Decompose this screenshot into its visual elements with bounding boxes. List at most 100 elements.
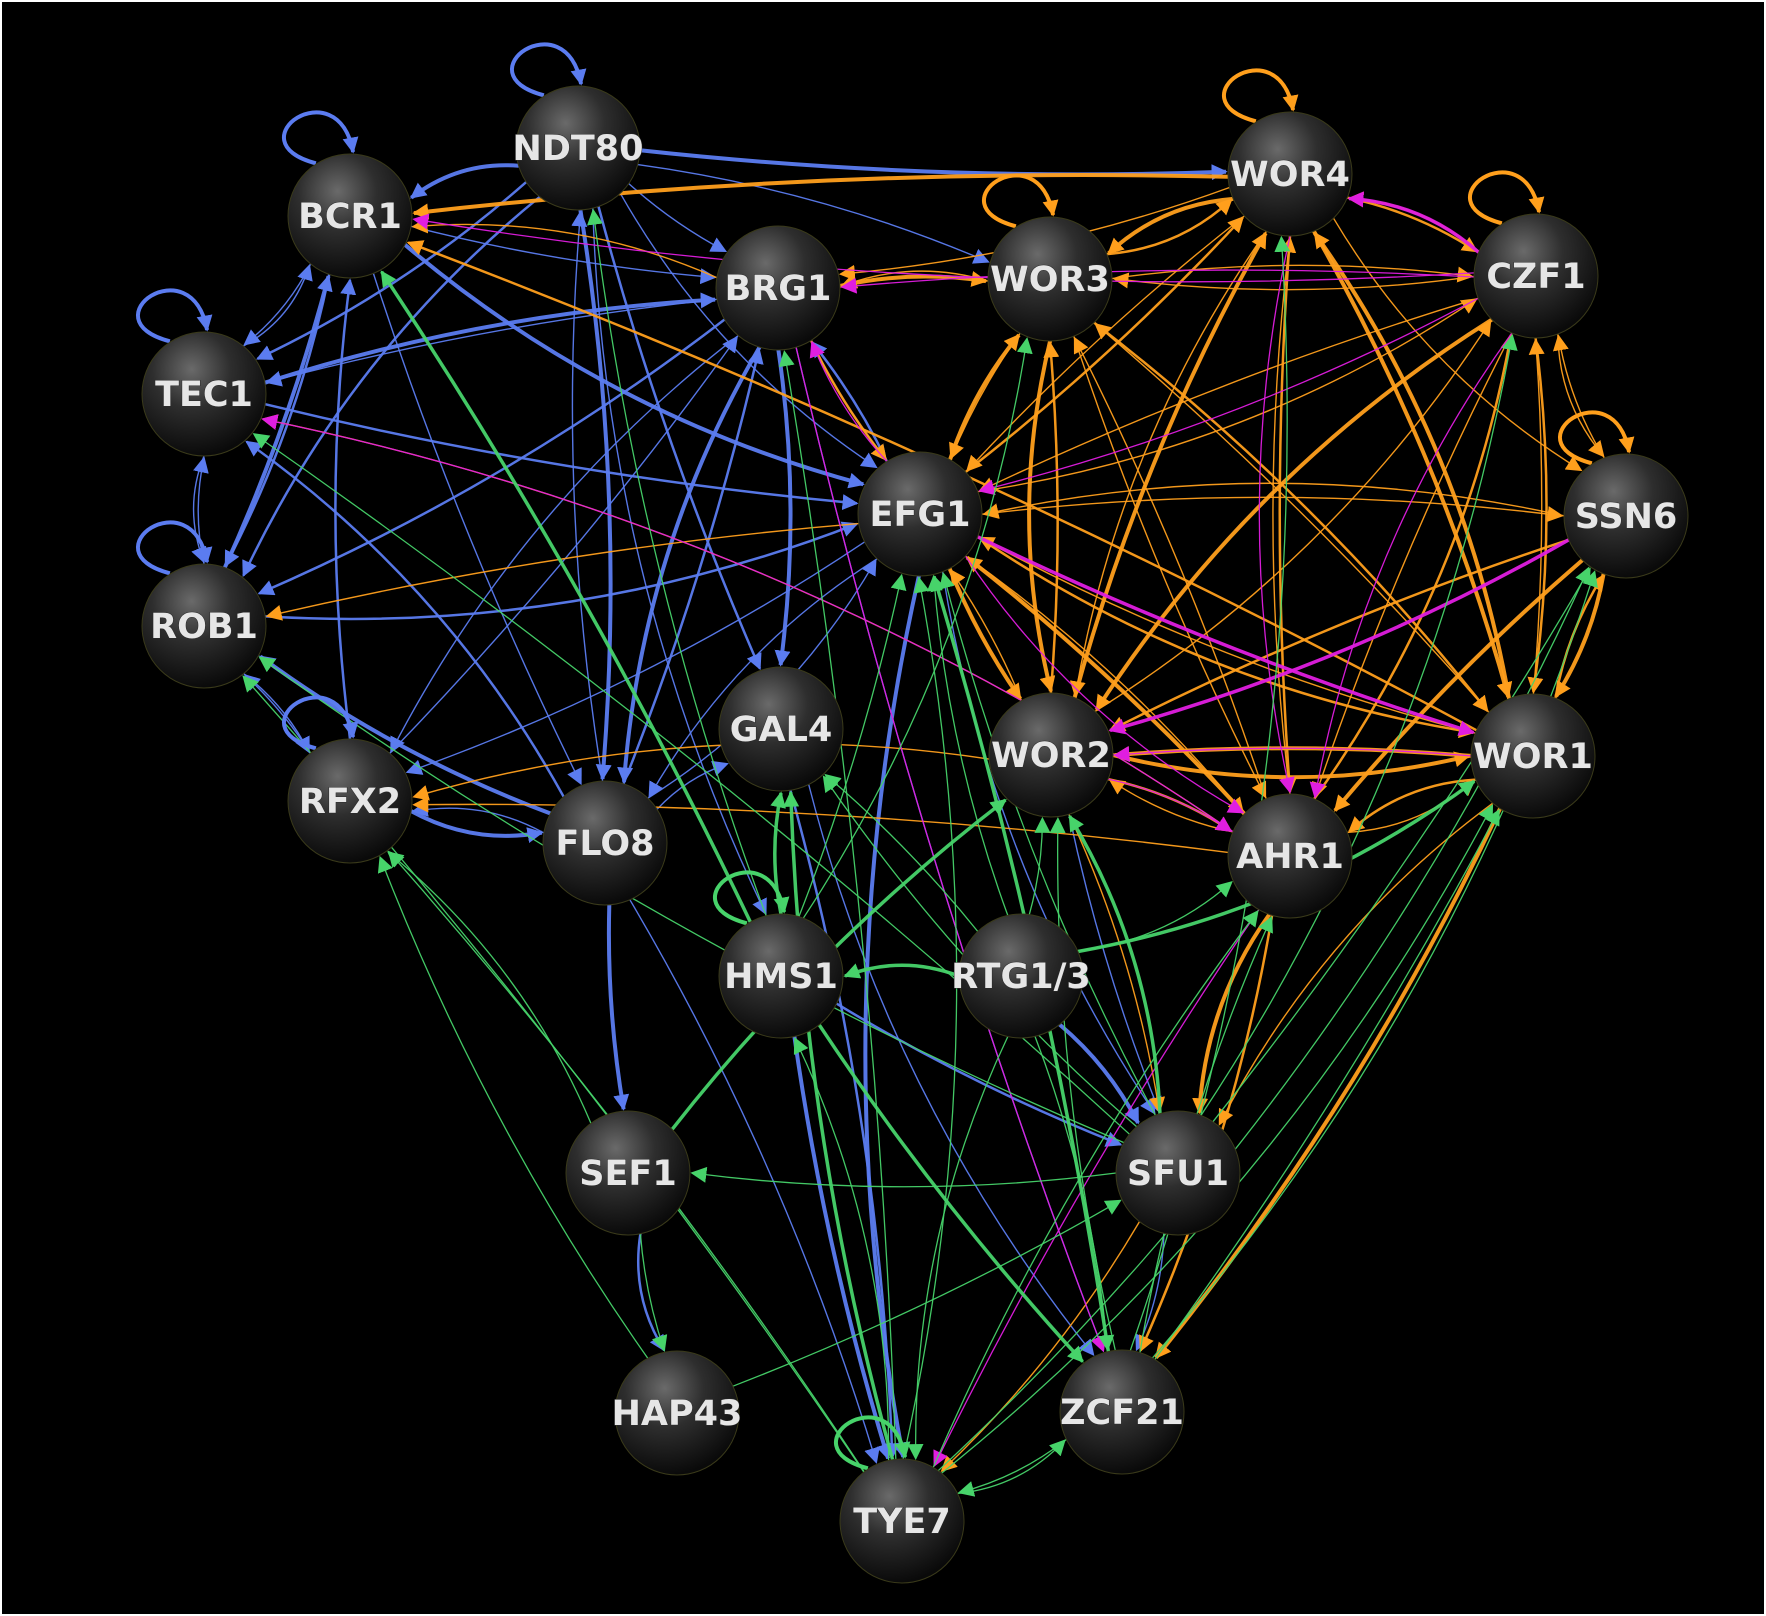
edge-ahr1-to-efg1 [965,555,1246,816]
edge-wor1-to-wor4 [1313,231,1512,700]
self-loop-tec1 [135,288,213,344]
edge-czf1-to-efg1 [978,297,1479,492]
self-loop-layer [135,42,1635,1471]
edge-hms1-to-zcf21 [817,1023,1084,1363]
edge-hms1-to-efg1 [798,573,907,917]
edge-wor3-to-wor1 [1093,321,1489,713]
edge-ndt80-to-flo8 [578,209,613,781]
node-sphere [1563,453,1689,579]
edge-czf1-to-wor4 [1347,191,1480,254]
edge-efg1-to-flo8 [648,558,878,799]
edge-sfu1-to-ssn6 [1212,567,1591,1123]
node-sphere [857,451,983,577]
edge-rtg1-3-to-efg1 [926,574,1009,916]
node-rfx2: RFX2 [287,738,413,864]
edge-czf1-to-ahr1 [1309,332,1513,799]
node-label: RFX2 [299,782,401,822]
edge-efg1-to-wor1 [976,535,1476,736]
edge-rfx2-to-bcr1 [334,278,357,740]
edge-bcr1-to-brg1 [410,225,717,285]
edge-tye7-to-hms1 [793,1037,890,1461]
node-wor1: WOR1 [1470,693,1596,819]
self-loop-ssn6 [1557,410,1635,466]
edge-czf1-to-brg1 [840,269,1475,294]
node-gal4: GAL4 [718,666,844,792]
edge-wor2-to-czf1 [1094,319,1492,712]
edge-efg1-to-ssn6 [981,496,1564,522]
edge-wor4-to-ahr1 [1258,235,1295,794]
node-hap43: HAP43 [611,1350,743,1476]
node-label: HAP43 [612,1394,743,1434]
node-sphere [718,913,844,1039]
edge-flo8-to-sef1 [606,904,630,1111]
node-label: FLO8 [555,824,654,864]
edge-tec1-to-brg1 [264,292,717,385]
edge-brg1-to-zcf21 [795,347,1106,1353]
node-sphere [1059,1349,1185,1475]
node-sphere [958,913,1084,1039]
node-label: GAL4 [730,710,832,750]
node-label: EFG1 [870,495,971,535]
edge-czf1-to-wor1 [1527,337,1548,694]
node-label: ZCF21 [1060,1393,1184,1433]
edge-ahr1-to-rfx2 [412,796,1229,854]
node-sphere [1227,111,1353,237]
edge-tye7-to-efg1 [902,576,958,1460]
node-ssn6: SSN6 [1563,453,1689,579]
edge-wor1-to-efg1 [978,536,1476,734]
node-wor2: WOR2 [988,692,1114,818]
node-label: NDT80 [513,129,644,169]
edge-flo8-to-tye7 [629,899,880,1464]
edge-tye7-to-ahr1 [932,910,1259,1468]
node-sphere [1115,1110,1241,1236]
node-label: RTG1/3 [951,957,1090,997]
edge-czf1-to-ahr1 [1312,332,1513,799]
node-sphere [614,1350,740,1476]
node-label: SFU1 [1127,1154,1229,1194]
self-loop-hms1 [712,870,790,926]
edge-sfu1-to-wor2 [1068,814,1162,1114]
edge-wor1-to-wor3 [1094,322,1490,713]
edge-zcf21-to-wor1 [1154,808,1500,1360]
node-ahr1: AHR1 [1227,793,1353,919]
edge-gal4-to-zcf21 [808,784,1095,1356]
edge-flo8-to-tec1 [245,440,565,798]
node-sphere [839,1458,965,1584]
edge-flo8-to-gal4 [656,760,729,810]
edge-wor2-to-ahr1 [1107,778,1233,832]
node-sphere [1227,793,1353,919]
edge-wor1-to-czf1 [1528,338,1545,695]
edge-brg1-to-rfx2 [390,335,739,754]
node-label: SEF1 [579,1154,676,1194]
edge-wor3-to-wor4 [1106,198,1233,256]
edge-tye7-to-brg1 [778,350,897,1460]
node-rob1: ROB1 [141,563,267,689]
edge-wor4-to-wor1 [1312,230,1513,699]
node-layer: NDT80BCR1TEC1ROB1RFX2FLO8BRG1GAL4EFG1WOR… [141,85,1689,1584]
edge-tye7-to-gal4 [783,790,895,1461]
edge-ndt80-to-gal4 [597,206,762,671]
edge-efg1-to-wor3 [948,333,1021,461]
edge-ahr1-to-wor3 [1073,336,1267,800]
self-loop-ndt80 [509,42,587,98]
edge-rfx2-to-brg1 [389,335,738,754]
node-sef1: SEF1 [565,1110,691,1236]
node-wor4: WOR4 [1227,111,1353,237]
edge-rtg1-3-to-tye7 [907,1036,1009,1461]
node-label: TYE7 [853,1502,950,1542]
node-zcf21: ZCF21 [1059,1349,1185,1475]
node-label: CZF1 [1486,257,1585,297]
node-sphere [515,85,641,211]
edge-tec1-to-efg1 [264,402,859,511]
node-brg1: BRG1 [715,225,841,351]
edge-gal4-to-tye7 [789,789,900,1460]
edge-brg1-to-rob1 [257,318,726,596]
edge-brg1-to-tec1 [265,298,718,387]
edge-ndt80-to-wor3 [637,163,990,264]
node-ndt80: NDT80 [512,85,644,211]
self-loop-bcr1 [281,110,359,166]
node-sphere [287,738,413,864]
node-label: BRG1 [725,269,832,309]
